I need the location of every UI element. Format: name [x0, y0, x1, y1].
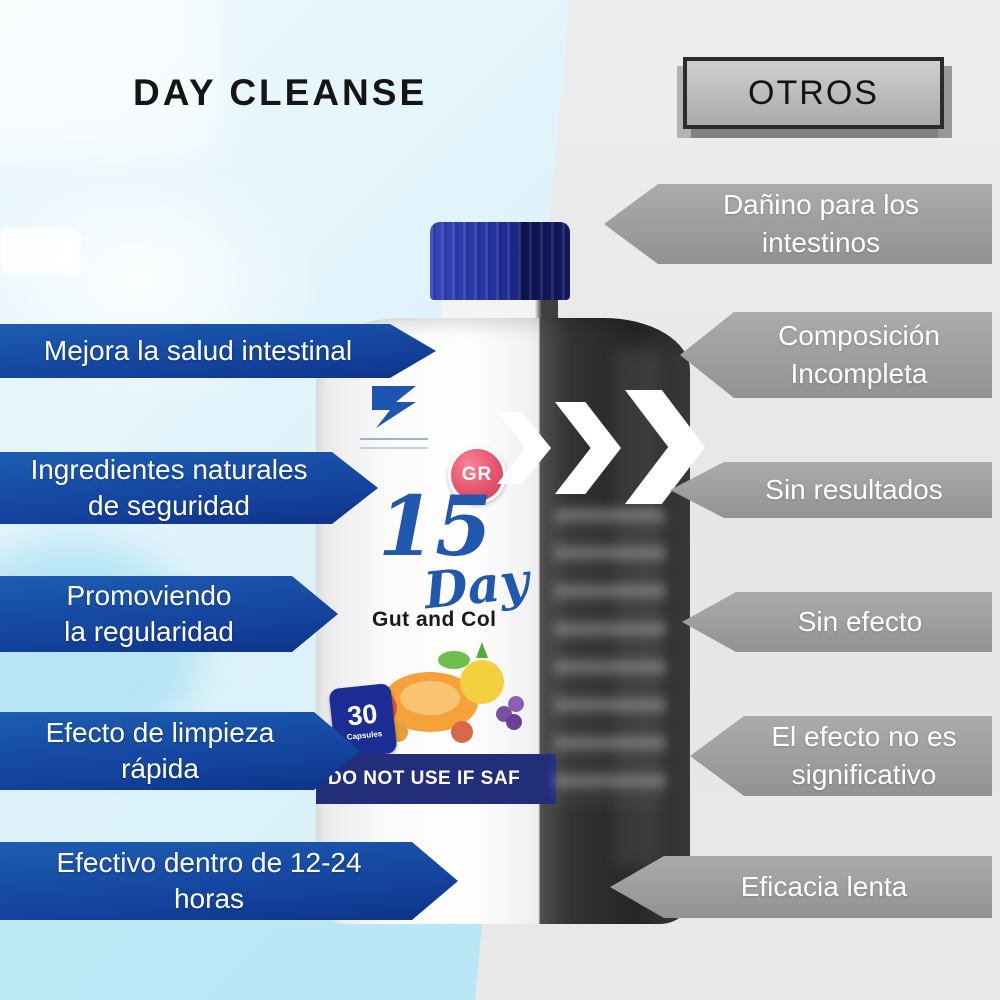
benefit-banner: Ingredientes naturales de seguridad — [0, 452, 378, 524]
drawback-text: Sin efecto — [797, 606, 923, 638]
drawback-text: El efecto no es significativo — [771, 721, 957, 790]
fine-print-lines — [360, 438, 428, 449]
capsule-count: 30 — [345, 698, 379, 732]
right-title-box: OTROS — [683, 57, 944, 129]
benefit-banner: Efecto de limpieza rápida — [0, 712, 360, 790]
benefit-banner: Efectivo dentro de 12-24 horas — [0, 842, 458, 920]
benefit-text: Efecto de limpieza rápida — [45, 716, 275, 784]
bottle-body: GR 15 Day Gut and Col 30 Capsules — [316, 318, 690, 924]
drawback-banner: Sin efecto — [682, 592, 992, 652]
fast-forward-icon — [495, 388, 707, 508]
bottle-neck — [442, 300, 558, 322]
right-title: OTROS — [748, 73, 879, 112]
drawback-text: Eficacia lenta — [740, 871, 908, 903]
benefit-text: Ingredientes naturales de seguridad — [30, 453, 308, 521]
benefit-text: Promoviendo la regularidad — [64, 579, 234, 647]
drawback-text: Composición Incompleta — [778, 320, 940, 389]
warning-band: DO NOT USE IF SAF — [316, 754, 556, 804]
benefit-text: Efectivo dentro de 12-24 horas — [56, 846, 362, 914]
drawback-banner: Sin resultados — [670, 462, 992, 518]
drawback-text: Sin resultados — [765, 474, 943, 506]
benefit-banner: Promoviendo la regularidad — [0, 576, 338, 652]
product-bottle: GR 15 Day Gut and Col 30 Capsules — [316, 222, 690, 924]
darkened-label-ghost — [554, 508, 666, 808]
drawback-banner: Dañino para los intestinos — [604, 184, 992, 264]
bottle-reflection — [616, 348, 658, 868]
label-subtitle: Gut and Col — [372, 608, 497, 631]
benefit-text: Mejora la salud intestinal — [43, 334, 353, 366]
drawback-banner: Composición Incompleta — [680, 312, 992, 398]
label-number: 15 — [378, 479, 493, 575]
chevron-right-icon — [497, 412, 551, 484]
bottle-cap — [430, 222, 570, 300]
drawback-banner: El efecto no es significativo — [690, 716, 992, 796]
drawback-banner: Eficacia lenta — [610, 856, 992, 918]
benefit-banner: Mejora la salud intestinal — [0, 324, 436, 378]
left-title: DAY CLEANSE — [133, 72, 428, 113]
brand-emblem-icon — [366, 382, 422, 432]
drawback-text: Dañino para los intestinos — [722, 189, 920, 258]
chevron-right-icon — [555, 402, 621, 494]
background-strip — [0, 228, 80, 274]
